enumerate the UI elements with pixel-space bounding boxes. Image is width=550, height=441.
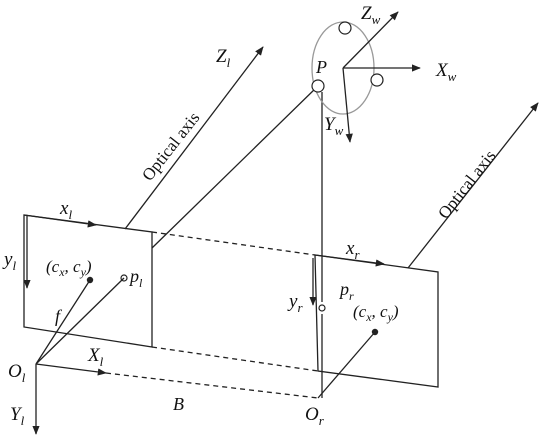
left-Xl-axis [35, 363, 107, 376]
plane-link-top [151, 231, 316, 256]
world-Zw-axis [342, 11, 399, 69]
right-optical-axis-line [407, 102, 539, 269]
label-cl: (cx, cy) [46, 257, 92, 279]
label-Xl: Xl [87, 345, 104, 369]
label-cr: (cx, cy) [353, 302, 399, 324]
label-P: P [315, 57, 327, 77]
plane-link-bottom [151, 346, 319, 372]
label-B: B [173, 394, 184, 414]
label-Or: Or [305, 404, 325, 428]
label-optical-axis-right: Optical axis [434, 146, 499, 222]
world-handle-top [338, 21, 352, 35]
label-f: f [55, 306, 63, 326]
world-handle-right [370, 73, 384, 87]
label-pl: pl [128, 266, 143, 290]
label-Zw: Zw [361, 3, 381, 27]
left-focal-ray [35, 279, 91, 365]
label-pr: pr [338, 279, 354, 303]
baseline-B [105, 372, 319, 399]
left-ray-to-P [35, 277, 125, 365]
right-image-plane [314, 254, 439, 388]
label-Zl: Zl [216, 46, 231, 70]
label-Yw: Yw [324, 114, 344, 138]
label-xr: xr [345, 238, 360, 262]
right-xr-axis [314, 254, 385, 267]
label-Yl: Yl [10, 404, 25, 428]
label-optical-axis-left: Optical axis [138, 108, 203, 184]
world-point-P [311, 79, 325, 93]
left-ray-to-P-upper [151, 85, 319, 249]
right-focal-ray [317, 331, 376, 399]
left-optical-axis-line [124, 46, 264, 230]
label-yr: yr [287, 291, 303, 315]
label-Ol: Ol [8, 361, 26, 385]
label-xl: xl [59, 198, 72, 222]
right-projected-point [318, 304, 326, 312]
label-yl: yl [2, 249, 16, 273]
label-Xw: Xw [435, 60, 457, 84]
world-Yw-axis [342, 67, 353, 143]
left-xl-axis [23, 214, 97, 228]
